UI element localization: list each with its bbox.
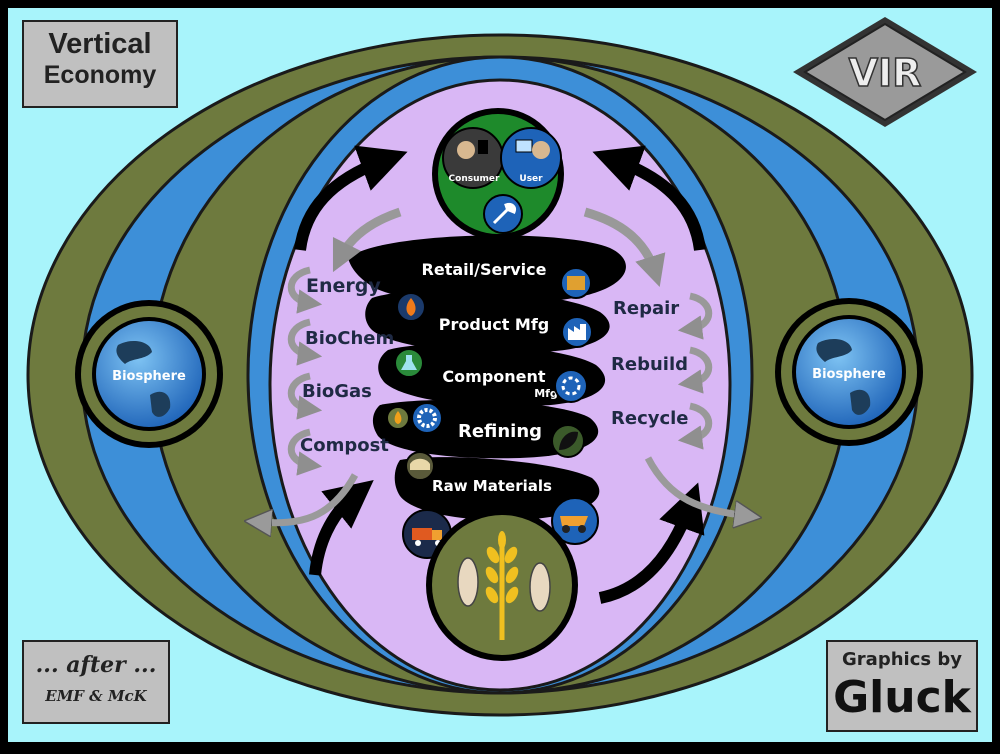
title-box: Vertical Economy [22, 20, 178, 108]
left-biosphere-label: Biosphere [112, 369, 186, 384]
attribution-box: ... after ... EMF & McK [22, 640, 170, 724]
loop-arrow-recycle [677, 402, 713, 450]
arrow-right-up [592, 145, 706, 251]
loop-label-biogas: BioGas [302, 381, 372, 402]
right-loop-arrows [677, 292, 713, 450]
factory-icon [561, 316, 593, 348]
credit-line-1: Graphics by [842, 649, 962, 670]
gear-icon [411, 402, 443, 434]
loop-label-biochem: BioChem [305, 328, 394, 349]
credit-box: Graphics by Gluck [826, 640, 978, 732]
user-monitor-icon [515, 139, 533, 153]
loop-arrow-biochem [287, 318, 323, 366]
bottom-hub [426, 509, 578, 661]
loop-arrow-compost [287, 428, 323, 476]
vir-logo: VIR [793, 17, 977, 127]
gears-icon [554, 369, 588, 403]
mining-truck-icon [551, 497, 599, 545]
flask-icon [394, 348, 424, 378]
loop-label-energy: Energy [306, 275, 381, 297]
silo-icon [405, 451, 435, 481]
user-label: User [519, 174, 543, 184]
arrow-grey-to-right-biosphere [644, 456, 748, 516]
loop-arrow-energy [287, 266, 323, 314]
credit-line-2: Gluck [833, 672, 971, 723]
loop-arrow-repair [677, 292, 713, 340]
top-hub: Consumer User [432, 108, 564, 240]
wrench-glyph [492, 203, 516, 225]
spiral-band-product [365, 289, 610, 353]
spiral-label-refining: Refining [458, 421, 542, 442]
right-biosphere: Biosphere [775, 298, 923, 446]
attribution-line-1: ... after ... [35, 652, 157, 678]
spiral-label-product: Product Mfg [439, 315, 550, 334]
loop-label-recycle: Recycle [611, 408, 689, 429]
arrow-left-return [309, 479, 374, 576]
consumer-screen-icon [478, 140, 488, 154]
consumer-head-icon [457, 141, 475, 159]
fish-and-wheat-icon [457, 531, 551, 640]
vir-logo-text: VIR [849, 51, 922, 95]
left-loop-arrows [287, 266, 323, 476]
user-head-icon [532, 141, 550, 159]
spiral-band-component [378, 343, 606, 407]
spiral-label-component: Component [442, 367, 545, 386]
arrow-grey-right-down [583, 207, 666, 288]
spiral-sublabel-component: Mfg [534, 387, 558, 400]
arrow-grey-left-down [332, 207, 402, 273]
fire-icon [396, 292, 426, 322]
arrow-right-return [598, 482, 705, 604]
loop-label-repair: Repair [613, 298, 679, 319]
title-line-2: Economy [43, 61, 157, 89]
loop-arrow-biogas [287, 372, 323, 420]
store-icon [560, 267, 592, 299]
attribution-line-2: EMF & McK [45, 687, 147, 705]
arrow-left-up [294, 145, 408, 251]
consumer-label: Consumer [449, 174, 500, 184]
loop-label-rebuild: Rebuild [611, 354, 688, 375]
flame-small-icon [386, 406, 410, 430]
spiral-band-raw [394, 457, 600, 521]
title-line-1: Vertical [48, 28, 152, 60]
leaf-icon [551, 424, 585, 458]
spiral-label-raw: Raw Materials [432, 477, 552, 495]
spiral-band-retail [348, 235, 626, 305]
arrow-grey-to-left-biosphere [258, 473, 359, 523]
right-biosphere-label: Biosphere [812, 367, 886, 382]
spiral-label-retail: Retail/Service [422, 260, 547, 279]
left-biosphere: Biosphere [75, 300, 223, 448]
loop-label-compost: Compost [300, 435, 389, 456]
loop-arrow-rebuild [677, 346, 713, 394]
